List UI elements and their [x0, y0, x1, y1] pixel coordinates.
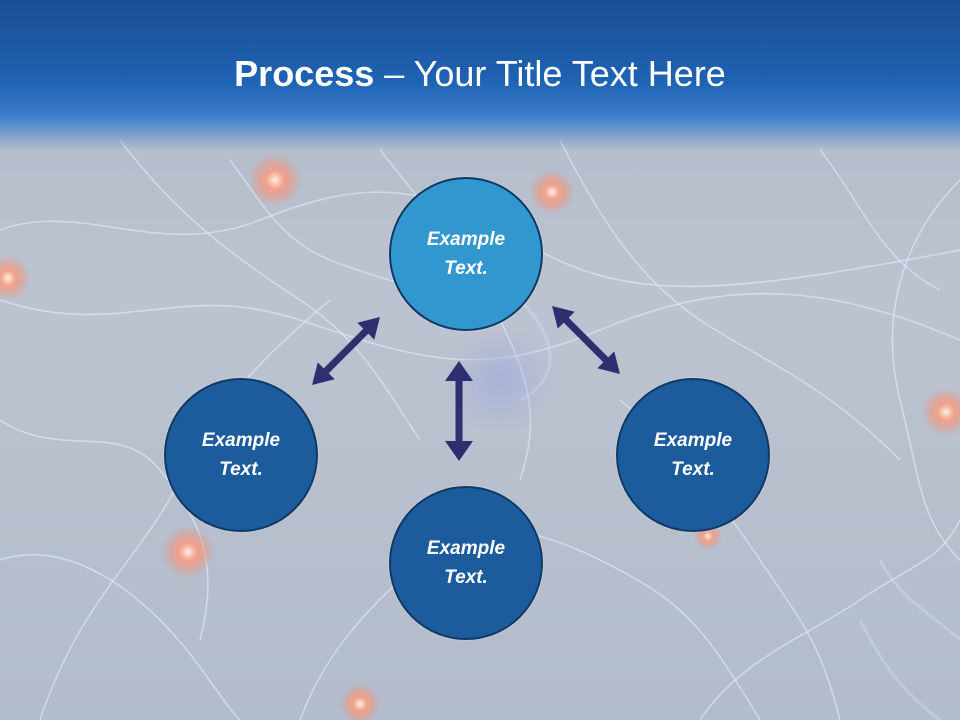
arrow-top-left	[312, 317, 380, 385]
process-node-left: Example Text.	[164, 378, 318, 532]
process-node-right: Example Text.	[616, 378, 770, 532]
slide-title-bold: Process	[234, 53, 375, 94]
arrow-vertical	[445, 361, 473, 461]
process-node-bottom-label: Example Text.	[426, 538, 506, 588]
process-node-left-label: Example Text.	[201, 430, 281, 480]
title-bar: Process – Your Title Text Here	[0, 0, 960, 150]
process-node-top-label: Example Text.	[426, 229, 506, 279]
process-node-right-label: Example Text.	[653, 430, 733, 480]
slide-title: Process – Your Title Text Here	[0, 52, 960, 96]
arrow-top-right	[552, 306, 620, 374]
process-node-bottom: Example Text.	[389, 486, 543, 640]
slide-title-rest: – Your Title Text Here	[374, 53, 726, 94]
process-node-top: Example Text.	[389, 177, 543, 331]
